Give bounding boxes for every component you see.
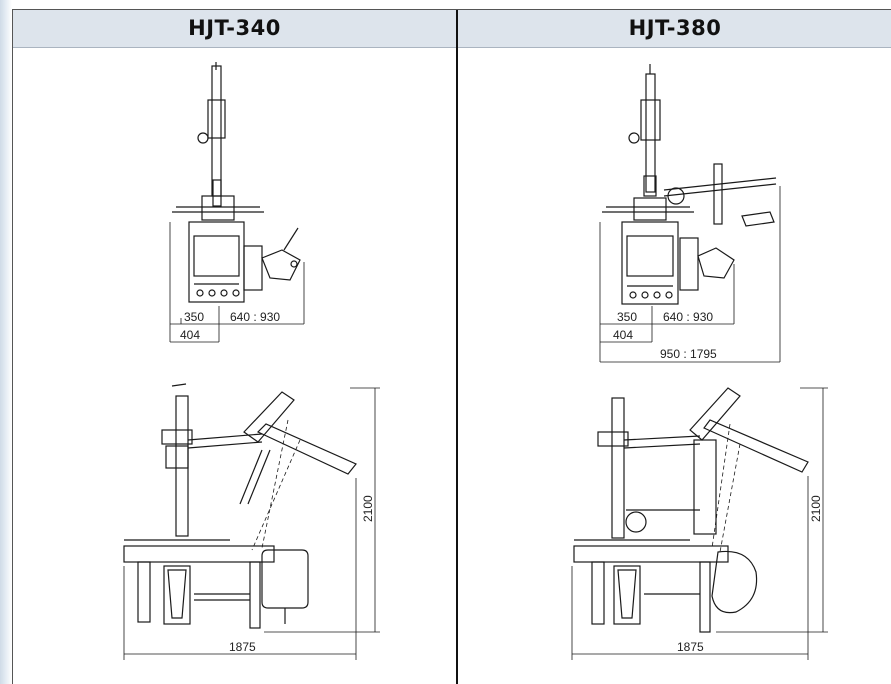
hjt-380-front-view: [599, 64, 781, 363]
column-divider: [456, 10, 458, 684]
hjt-340-dim-1875: 1875: [229, 640, 256, 654]
column-header-hjt-340: HJT-340: [13, 10, 456, 48]
hjt-340-dim-2100: 2100: [361, 495, 375, 522]
hjt-340-dim-350: 350: [184, 310, 204, 324]
hjt-380-dim-404: 404: [613, 328, 633, 342]
hjt-340-dim-404: 404: [180, 328, 200, 342]
hjt-380-dim-350: 350: [617, 310, 637, 324]
hjt-340-side-view: [123, 383, 380, 660]
comparison-table: HJT-340 HJT-380: [12, 9, 891, 684]
hjt-340-front-view: [169, 62, 305, 343]
hjt-380-dim-640-930: 640 : 930: [663, 310, 713, 324]
hjt-340-dim-640-930: 640 : 930: [230, 310, 280, 324]
hjt-380-dim-1875: 1875: [677, 640, 704, 654]
hjt-380-dim-950-1795: 950 : 1795: [660, 347, 717, 361]
hjt-380-side-view: [571, 387, 828, 660]
hjt-380-dim-2100: 2100: [809, 495, 823, 522]
column-header-hjt-380: HJT-380: [458, 10, 891, 48]
